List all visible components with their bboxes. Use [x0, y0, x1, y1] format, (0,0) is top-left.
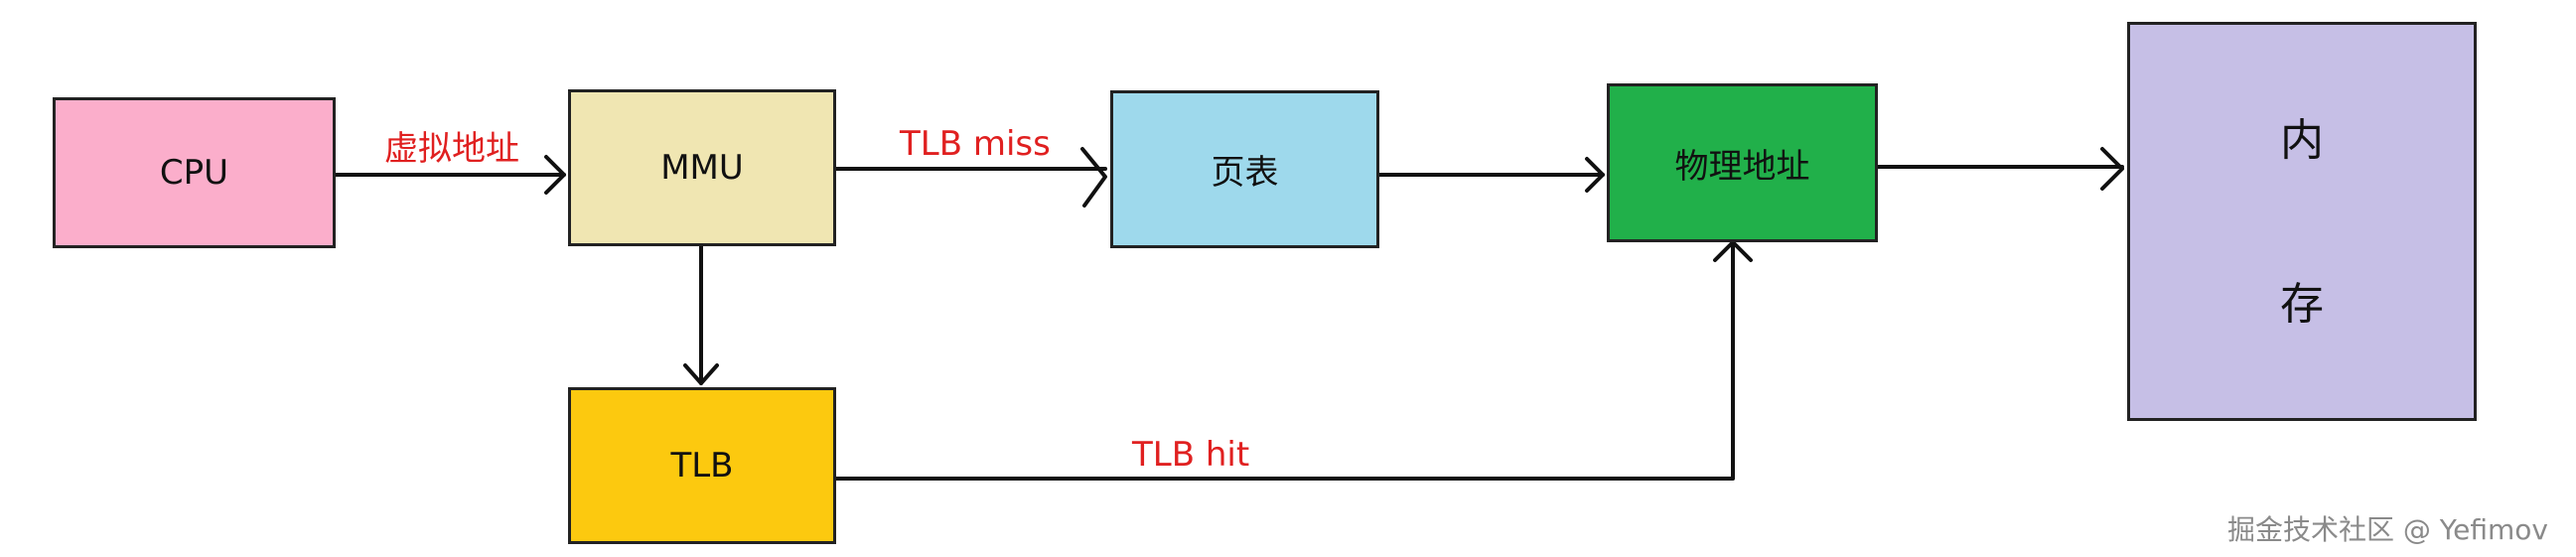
arrowhead-physaddr-to-memory [2100, 147, 2124, 191]
arrowhead-mmu-to-tlb [683, 363, 719, 385]
arrowhead-cpu-to-mmu [544, 155, 566, 195]
edge-label-virtual-address: 虚拟地址 [384, 129, 519, 169]
cpu-label: CPU [159, 153, 229, 193]
arrowhead-pagetable-to-physaddr [1585, 157, 1605, 193]
memory-label-line2: 存 [2280, 279, 2324, 330]
arrowhead-tlb-to-physaddr [1713, 240, 1753, 262]
physical-address-node: 物理地址 [1607, 83, 1878, 242]
mmu-label: MMU [660, 148, 744, 188]
edge-label-tlb-miss: TLB miss [900, 124, 1051, 164]
memory-node: 内 存 [2127, 22, 2477, 421]
arrow-tlb-to-physaddr [834, 244, 1735, 481]
tlb-node: TLB [568, 387, 836, 544]
cpu-node: CPU [53, 97, 336, 248]
watermark: 掘金技术社区 @ Yefimov [2226, 513, 2548, 546]
edge-label-tlb-hit: TLB hit [1132, 435, 1250, 475]
arrowhead-mmu-to-pagetable [1080, 147, 1107, 208]
tlb-label: TLB [670, 446, 734, 486]
mmu-node: MMU [568, 89, 836, 246]
page-table-node: 页表 [1110, 90, 1379, 248]
physical-address-label: 物理地址 [1674, 146, 1810, 187]
page-table-label: 页表 [1211, 153, 1279, 193]
memory-label-line1: 内 [2280, 115, 2324, 166]
